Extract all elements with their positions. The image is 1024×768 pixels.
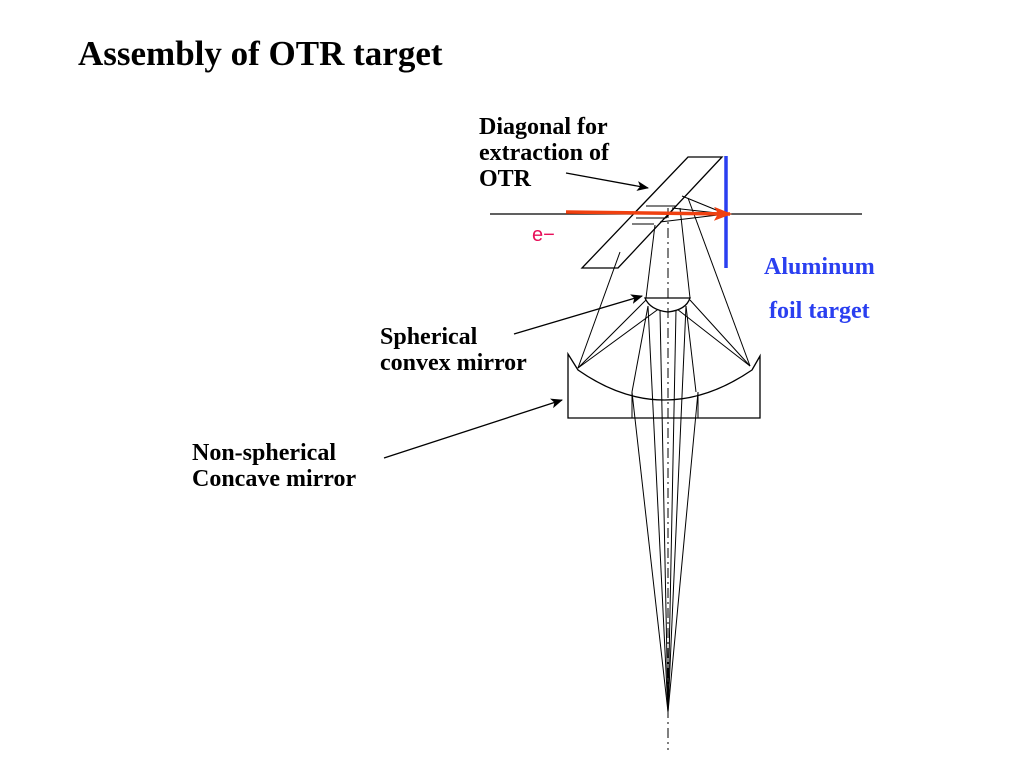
ray-outer-left	[577, 251, 621, 369]
concave-mirror-label: Non-spherical Concave mirror	[192, 440, 356, 492]
ray-convex-r1	[689, 299, 751, 367]
ray-convex-r2	[685, 305, 697, 393]
concave-pointer-arrow	[383, 398, 563, 459]
ray-convex-l1	[577, 299, 647, 369]
concave-label-line-2: Concave mirror	[192, 466, 357, 492]
electron-label: e−	[532, 224, 555, 246]
ray-focus-4	[667, 309, 677, 713]
convex-pointer-arrow	[513, 294, 643, 335]
ray-focus-5	[631, 391, 669, 713]
diagonal-label-line-3: OTR	[479, 166, 532, 192]
diagonal-label: Diagonal for extraction of OTR	[479, 114, 609, 192]
ray-back-r1	[667, 301, 751, 367]
convex-mirror-label: Spherical convex mirror	[380, 324, 527, 376]
ray-focus-3	[659, 309, 669, 713]
ray-inner-right	[679, 207, 691, 299]
ray-focus-1	[647, 305, 669, 713]
aluminum-label-line-1: Aluminum	[764, 254, 875, 280]
ray-convex-l2	[631, 305, 649, 393]
diagonal-label-line-2: extraction of	[479, 140, 609, 166]
diagonal-pointer-arrow	[565, 172, 649, 191]
aluminum-label-line-2: foil target	[769, 298, 870, 324]
ray-focus-6	[667, 391, 699, 713]
ray-back-l1	[577, 301, 669, 369]
ray-focus-2	[667, 305, 687, 713]
concave-mirror	[567, 351, 761, 419]
slide-title: Assembly of OTR target	[78, 34, 443, 73]
convex-label-line-2: convex mirror	[380, 350, 527, 376]
electron-beam-arrow	[565, 206, 732, 221]
ray-outer-right	[687, 197, 751, 367]
concave-label-line-1: Non-spherical	[192, 440, 336, 466]
aluminum-foil-label: Aluminum foil target	[764, 245, 875, 333]
ray-inner-left	[645, 224, 656, 299]
diagonal-label-line-1: Diagonal for	[479, 114, 608, 140]
convex-label-line-1: Spherical	[380, 324, 478, 350]
